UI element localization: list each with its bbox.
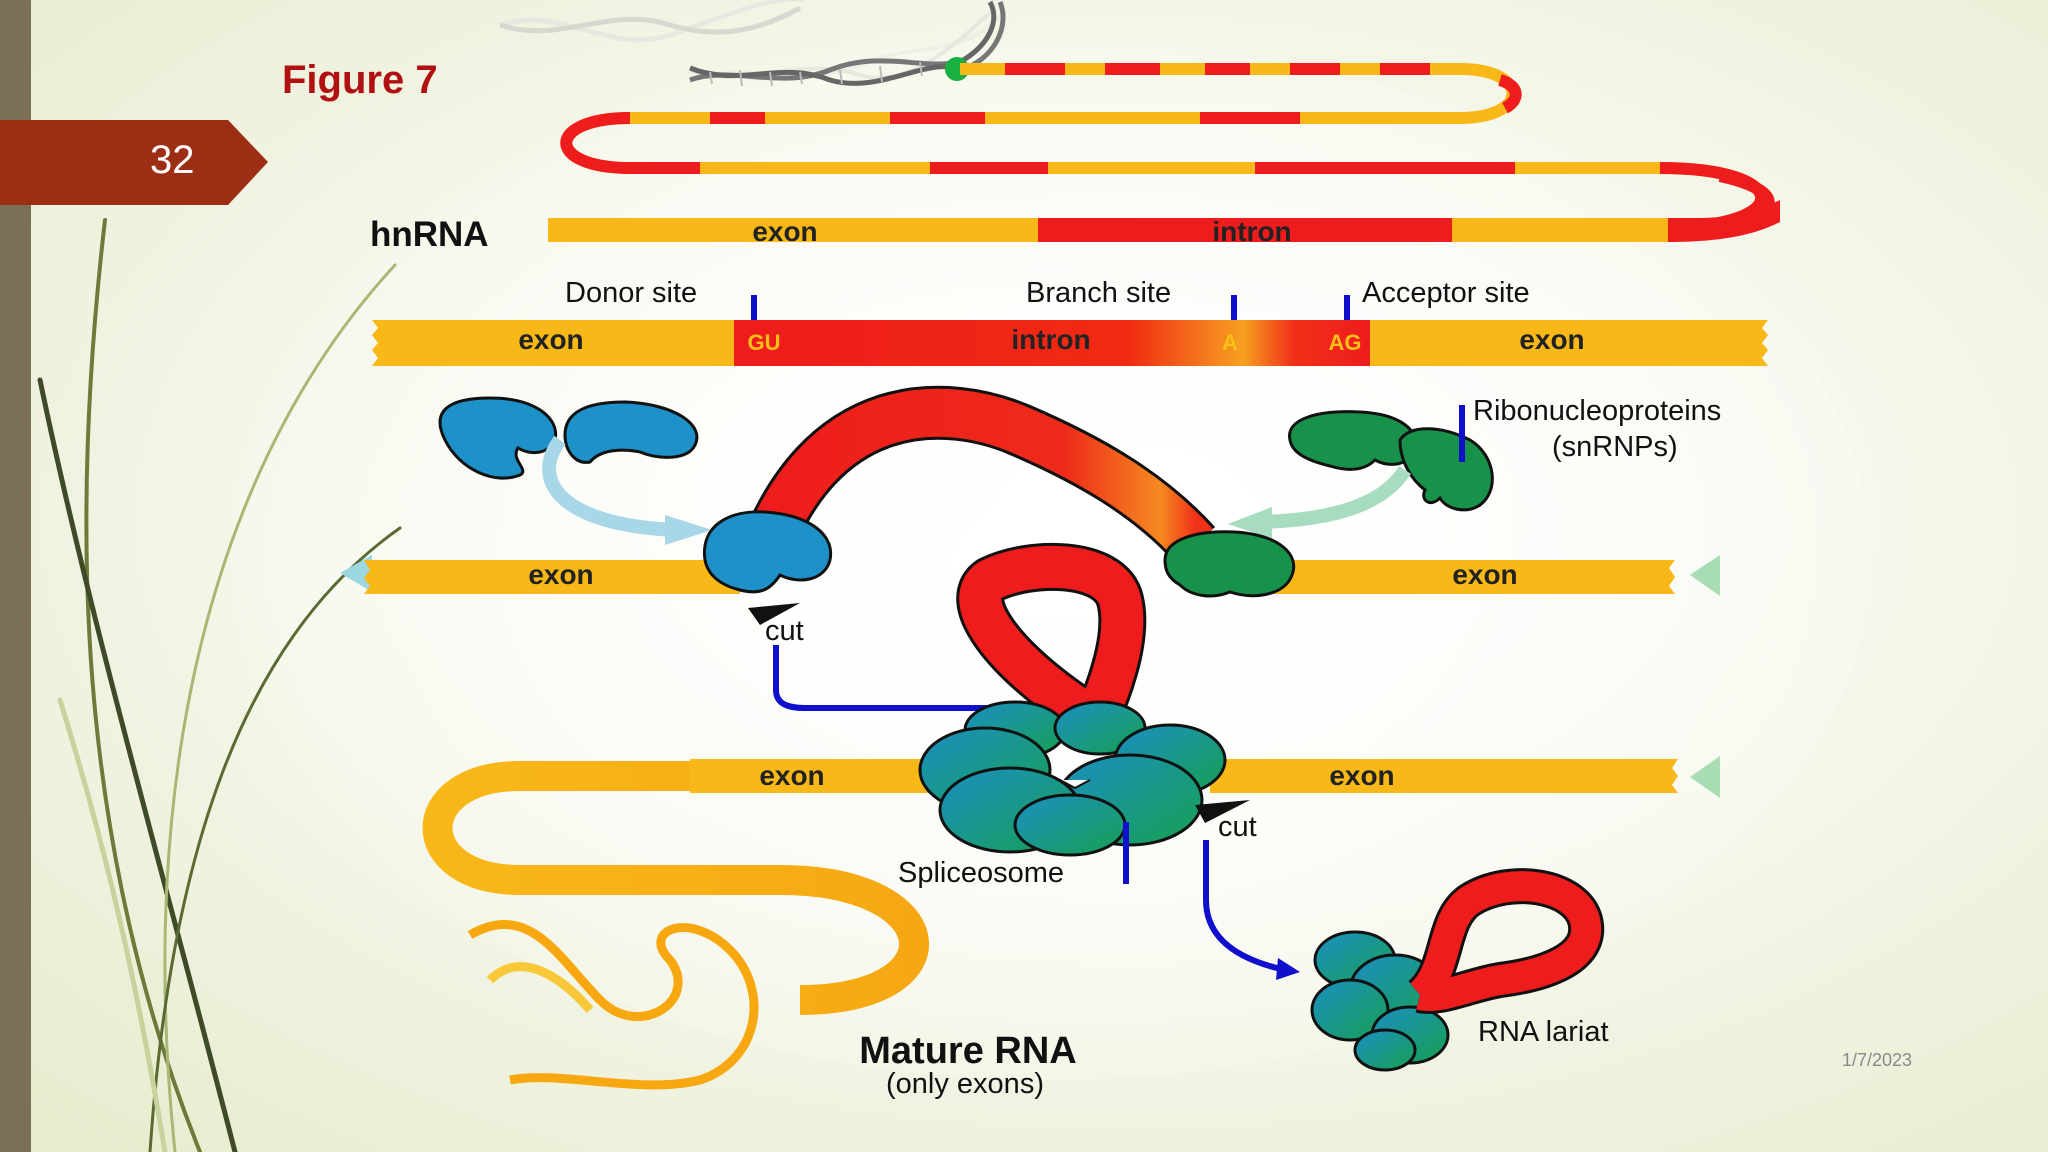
blue-arrow-head	[665, 515, 712, 545]
acceptor-site-label: Acceptor site	[1362, 277, 1530, 309]
rna-lariat-loop	[1409, 871, 1602, 1011]
gu-label: GU	[748, 330, 781, 355]
strand1-exon-right-label: exon	[1519, 324, 1584, 355]
cut-marker-1	[748, 603, 800, 625]
spliced-strand-3	[690, 756, 1720, 798]
pre-mrna-strand-1	[372, 320, 1768, 366]
intron-arch	[737, 388, 1213, 574]
spliceosome-label: Spliceosome	[898, 857, 1064, 889]
snrnp-label-line2: (snRNPs)	[1552, 431, 1678, 463]
green-binding-arrow	[1261, 465, 1411, 529]
branch-site-label: Branch site	[1026, 277, 1171, 309]
donor-site-label: Donor site	[565, 277, 697, 309]
cut-arrow-2-head	[1276, 958, 1300, 980]
spliceosome-icon	[918, 700, 1227, 857]
strand3-exon-left-label: exon	[759, 760, 824, 791]
spliceosome-junction	[1059, 779, 1091, 790]
hnrna-bar	[548, 200, 1780, 242]
mature-rna-subtitle: (only exons)	[886, 1068, 1044, 1100]
snrnp-label-line1: Ribonucleoproteins	[1473, 395, 1721, 427]
strand3-exon-right-label: exon	[1329, 760, 1394, 791]
snrnp-blue-icon	[438, 396, 699, 480]
cut-arrow-2	[1203, 840, 1286, 973]
cut-label-1: cut	[765, 615, 804, 647]
a-branch-label: A	[1222, 330, 1238, 355]
decorative-swooshes	[37, 218, 402, 1152]
strand1-exon-left-label: exon	[518, 324, 583, 355]
mature-rna-strand	[422, 761, 929, 1015]
slide-date: 1/7/2023	[1842, 1050, 1913, 1070]
green-arrow-head	[1228, 507, 1272, 539]
blue-binding-arrow	[542, 435, 676, 537]
cut-arrow-1	[773, 645, 1060, 711]
strand2-exon-right-label: exon	[1452, 559, 1517, 590]
snrnp-green-icon	[1288, 410, 1494, 512]
ag-label: AG	[1329, 330, 1362, 355]
bound-snrnp-green-icon	[1163, 530, 1296, 598]
rna-lariat-label: RNA lariat	[1478, 1016, 1609, 1048]
hnrna-exon-label: exon	[752, 216, 817, 247]
cut-label-2: cut	[1218, 811, 1257, 843]
strand1-intron-label: intron	[1011, 324, 1090, 355]
mature-rna-title: Mature RNA	[859, 1030, 1076, 1072]
slide-number-badge	[0, 120, 268, 205]
spliceosome-loop	[959, 545, 1144, 738]
hnrna-intron-label: intron	[1212, 216, 1291, 247]
lariat-spliceosome-icon	[1310, 930, 1450, 1072]
mature-rna-curl	[467, 919, 759, 1090]
bound-snrnp-blue-icon	[702, 510, 833, 594]
figure-title: Figure 7	[282, 58, 438, 102]
slide-number: 32	[150, 138, 195, 182]
strand2-exon-left-label: exon	[528, 559, 593, 590]
hnrna-label: hnRNA	[370, 215, 489, 254]
mature-rna-curl-2	[486, 962, 594, 1013]
cut-marker-2	[1195, 800, 1250, 823]
pre-mrna-strand-2	[340, 555, 1720, 596]
